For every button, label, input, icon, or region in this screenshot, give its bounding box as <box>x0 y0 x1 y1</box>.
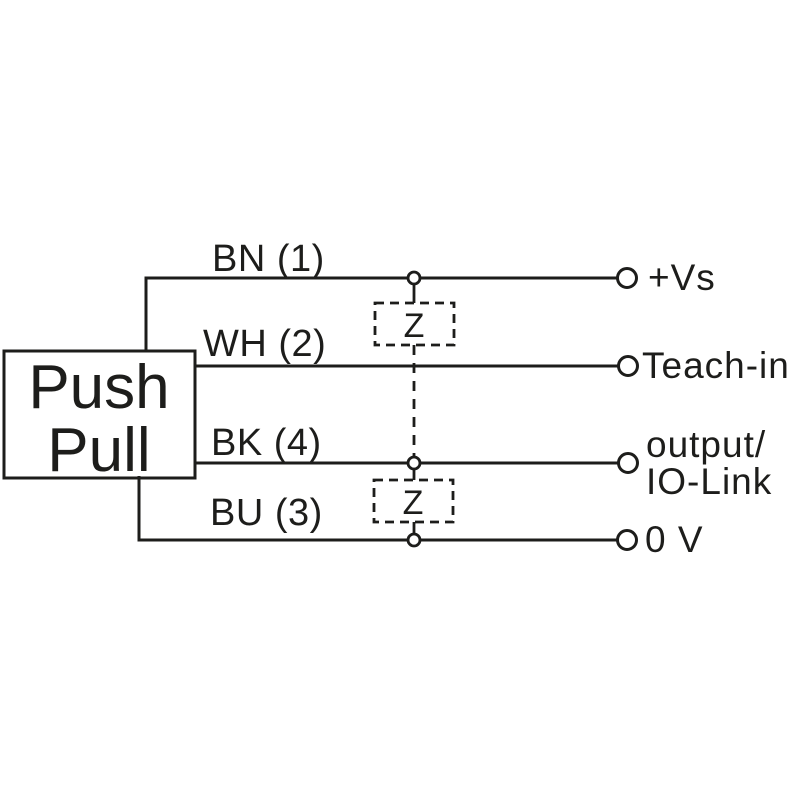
wire-label-bu: BU (3) <box>210 492 323 534</box>
wire-bn <box>144 276 617 352</box>
terminal-label-vs: +Vs <box>648 257 716 298</box>
terminal-circle-vs <box>616 267 638 289</box>
device-box <box>2 349 197 480</box>
junction-dot-bn <box>406 270 422 286</box>
junction-dot-bk <box>406 455 422 471</box>
suppressor-label-1: Z <box>404 307 425 345</box>
wire-label-bn: BN (1) <box>212 238 325 280</box>
device-label-line1: Push <box>28 353 169 422</box>
terminal-circle-output <box>617 452 639 474</box>
suppressor-box-1 <box>373 301 456 347</box>
terminal-circle-0v <box>616 529 638 551</box>
junction-dot-bu <box>406 532 422 548</box>
terminal-circle-teach-in <box>617 355 639 377</box>
wire-label-wh: WH (2) <box>203 323 326 365</box>
device-label-line2: Pull <box>47 416 150 485</box>
suppressor-box-2 <box>372 478 455 524</box>
wire-label-bk: BK (4) <box>211 422 322 464</box>
terminal-label-teach-in: Teach-in <box>642 345 790 386</box>
suppressor-label-2: Z <box>403 484 424 522</box>
terminal-label-output-line2: IO-Link <box>646 461 772 502</box>
terminal-label-0v: 0 V <box>645 519 704 560</box>
terminal-label-output-line1: output/ <box>646 424 766 465</box>
wire-bu <box>137 476 617 542</box>
